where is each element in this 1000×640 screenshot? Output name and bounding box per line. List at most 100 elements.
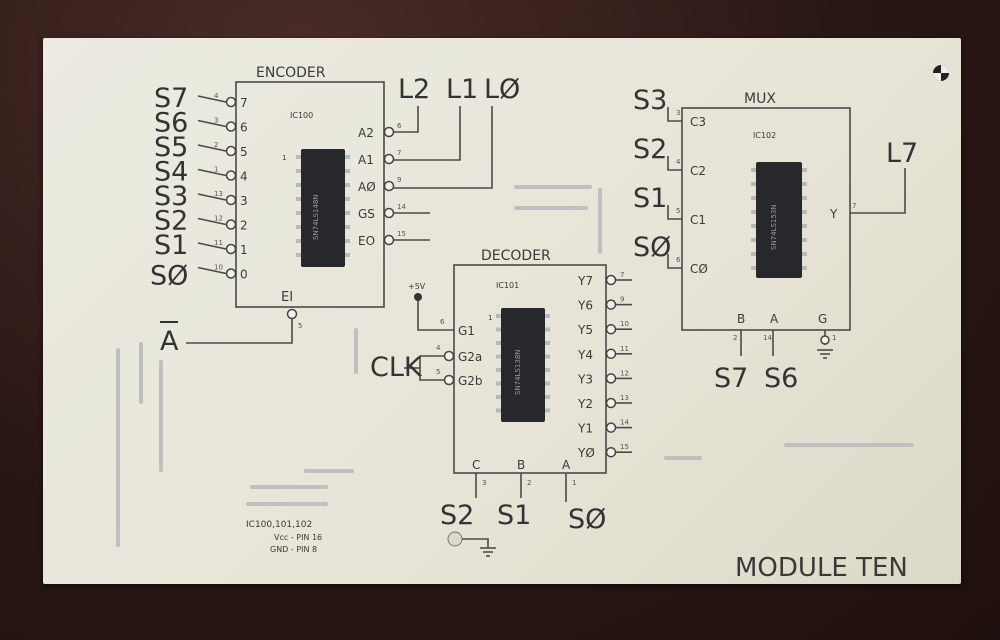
encoder-input-trace — [197, 266, 227, 275]
encoder-input-label: 5 — [240, 145, 248, 159]
signal-a-label: A — [160, 326, 179, 357]
mux-select-a-label: A — [770, 312, 779, 326]
mux-select-s7-label: S7 — [714, 363, 748, 394]
chip-leg — [296, 197, 301, 201]
encoder-input-signal: SØ — [150, 261, 188, 292]
mux-title: MUX — [744, 91, 776, 107]
chip-leg — [496, 381, 501, 386]
encoder-chip: SN74LS148N — [296, 149, 350, 267]
chip-leg — [802, 224, 807, 228]
encoder-input-signal: S3 — [154, 181, 188, 212]
encoder-output-pin — [383, 207, 395, 219]
chip-leg — [345, 197, 350, 201]
decoder-output-pin-number: 11 — [620, 345, 629, 353]
decoder-output-pin-number: 13 — [620, 394, 629, 402]
decoder-select-label: A — [562, 458, 571, 472]
decoder-output-pin-number: 15 — [620, 443, 629, 451]
encoder-input-label: 4 — [240, 170, 248, 184]
chip-leg — [345, 211, 350, 215]
signal-l2-label: L2 — [398, 74, 430, 105]
chip-leg — [345, 183, 350, 187]
encoder-title: ENCODER — [256, 65, 326, 81]
decoder-chip-marking: SN74LS138N — [514, 349, 522, 395]
decoder-output-label: Y6 — [577, 299, 593, 313]
mux-input-signal: S2 — [633, 134, 667, 165]
registration-mark-icon — [933, 65, 949, 81]
chip-leg — [545, 354, 550, 359]
encoder-input-label: 3 — [240, 194, 248, 208]
chip-leg — [496, 368, 501, 372]
chip-leg — [751, 266, 756, 270]
power-note-line-2: Vcc - PIN 16 — [274, 533, 322, 542]
mux-output-pin: 7 — [852, 202, 856, 210]
encoder-input-pin-number: 11 — [214, 239, 223, 247]
chip-leg — [496, 341, 501, 345]
chip-leg — [345, 239, 350, 243]
encoder-output-label: AØ — [358, 180, 376, 194]
chip-leg — [296, 239, 301, 243]
module-title: MODULE TEN — [735, 553, 908, 583]
encoder-output-label: A1 — [358, 153, 374, 167]
mux-input-pin: 5 — [676, 207, 680, 215]
chip-leg — [751, 238, 756, 242]
encoder-input-pin-number: 1 — [214, 166, 218, 174]
jumper-wires — [116, 185, 914, 547]
chip-leg — [545, 368, 550, 372]
encoder-output-label: GS — [358, 207, 375, 221]
encoder-input-label: 1 — [240, 243, 248, 257]
chip-leg — [802, 238, 807, 242]
supply-label: +5V — [408, 282, 426, 291]
mux-input-trace — [667, 254, 682, 269]
mux-ground-icon — [817, 335, 833, 359]
encoder-input-pin-number: 4 — [214, 92, 219, 100]
mux-select-g-label: G — [818, 312, 827, 326]
chip-leg — [802, 168, 807, 172]
mux-input-pin: 4 — [676, 158, 681, 166]
decoder-output-label: Y7 — [577, 274, 593, 288]
chip-leg — [296, 211, 301, 215]
chip-leg — [345, 225, 350, 229]
chip-leg — [296, 155, 301, 159]
mux-select-g-pin: 1 — [832, 334, 836, 342]
decoder-output-pin-number: 10 — [620, 320, 629, 328]
mux-select-b-pin: 2 — [733, 334, 737, 342]
encoder-input-pin — [225, 219, 237, 230]
encoder-block: ENCODER IC100 1 SN74LS148N 74S763S652S54… — [150, 65, 520, 357]
decoder-pin1-mark: 1 — [488, 314, 492, 322]
encoder-input-pin-number: 12 — [214, 215, 223, 223]
chip-leg — [751, 224, 756, 228]
mux-input-label: C3 — [690, 115, 706, 129]
encoder-input-signal: S6 — [154, 108, 188, 139]
decoder-output-pin-number: 14 — [620, 419, 629, 427]
chip-leg — [751, 252, 756, 256]
decoder-g2a-label: G2a — [458, 350, 482, 364]
decoder-select-s1-label: S1 — [497, 500, 531, 531]
encoder-output-pin — [383, 234, 395, 246]
encoder-ic-label: IC100 — [290, 111, 313, 120]
mux-output-label: Y — [829, 207, 838, 221]
mux-input-label: C2 — [690, 164, 706, 178]
encoder-input-trace — [197, 119, 227, 128]
mux-input-label: CØ — [690, 262, 708, 276]
mux-ic-label: IC102 — [753, 131, 776, 140]
decoder-chip: SN74LS138N — [496, 308, 550, 422]
chip-leg — [496, 354, 501, 359]
encoder-input-pin — [225, 194, 237, 206]
encoder-input-trace — [197, 95, 227, 103]
mux-block: MUX IC102 SN74LS153N C33S3C24S2C15S1CØ6S… — [633, 85, 918, 394]
mux-select-b-label: B — [737, 312, 745, 326]
mux-select-s6-label: S6 — [764, 363, 798, 394]
decoder-outline — [453, 264, 607, 474]
decoder-output-label: Y1 — [577, 422, 593, 436]
chip-leg — [751, 168, 756, 172]
chip-leg — [751, 210, 756, 214]
decoder-output-label: Y5 — [577, 323, 593, 337]
decoder-output-pin — [605, 397, 617, 409]
encoder-output-pin-number: 6 — [397, 122, 402, 130]
decoder-g2a-pin: 4 — [436, 344, 441, 352]
decoder-select-s0-label: SØ — [568, 504, 606, 535]
decoder-block: DECODER IC101 1 SN74LS138N +5V G1 6 G2a … — [370, 248, 632, 557]
encoder-pin1-mark: 1 — [282, 154, 286, 162]
chip-leg — [296, 253, 301, 257]
